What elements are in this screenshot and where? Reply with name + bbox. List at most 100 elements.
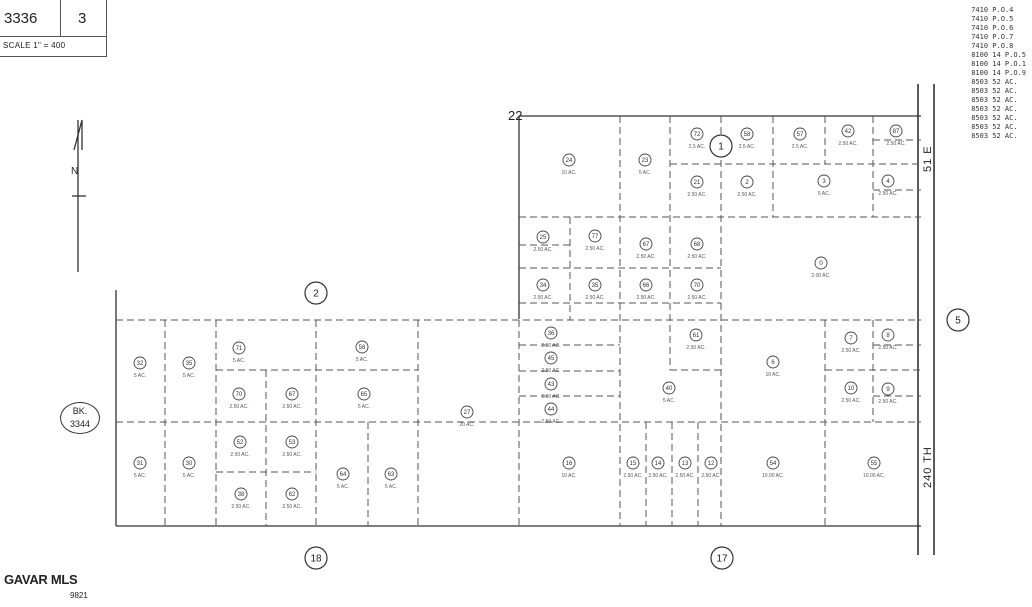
lot-area: 2.50 AC.: [541, 343, 560, 349]
lot-circle: [460, 405, 474, 419]
lot-number: 40: [666, 386, 673, 392]
lot-marker[interactable]: 382.50 AC.: [231, 487, 251, 510]
header-box: [0, 0, 107, 57]
lot-number: 54: [770, 461, 777, 467]
lot-marker[interactable]: 142.50 AC.: [648, 456, 668, 479]
lot-area: 2.50 AC.: [878, 191, 897, 197]
lot-marker[interactable]: 152.50 AC.: [623, 456, 643, 479]
lot-marker[interactable]: 22.50 AC.: [737, 175, 757, 198]
lot-marker[interactable]: 612.50 AC.: [686, 328, 706, 351]
lot-circle: [662, 381, 676, 395]
section-circle: [710, 546, 734, 570]
lot-marker[interactable]: 722.5 AC.: [689, 127, 705, 150]
annotation-note: 8503 52 AC.: [971, 123, 1018, 131]
lot-marker[interactable]: 102.50 AC.: [841, 381, 861, 404]
lot-marker[interactable]: 872.50 AC.: [886, 124, 906, 147]
lot-area: 2.50 AC.: [229, 404, 248, 410]
lot-marker[interactable]: 72.50 AC.: [841, 331, 861, 354]
lot-marker[interactable]: 422.50 AC.: [838, 124, 858, 147]
lot-marker[interactable]: 355 AC.: [182, 356, 196, 379]
lot-marker[interactable]: 82.50 AC.: [878, 328, 898, 351]
lot-marker[interactable]: 622.50 AC.: [282, 487, 302, 510]
lot-number: 8: [886, 333, 890, 339]
lot-number: 4: [886, 179, 890, 185]
lot-marker[interactable]: 645 AC.: [336, 467, 350, 490]
lot-marker[interactable]: 40 5 AC.: [662, 381, 676, 404]
lot-circle: [626, 456, 640, 470]
north-arrow-head: [73, 119, 83, 151]
header-divider-horizontal: [0, 36, 106, 37]
lot-area: 2.50 AC.: [585, 295, 604, 301]
lot-marker[interactable]: 452.50 AC.: [541, 351, 561, 374]
lot-marker[interactable]: 212.50 AC.: [687, 175, 707, 198]
lot-marker[interactable]: 315 AC.: [133, 456, 147, 479]
road-label-lower: 240 TH: [922, 446, 934, 488]
lot-area: 2.50 AC.: [282, 404, 301, 410]
lot-marker[interactable]: 702.50 AC.: [229, 387, 249, 410]
lot-marker[interactable]: 585 AC.: [355, 340, 369, 363]
lot-marker[interactable]: 24 10 AC.: [561, 153, 577, 176]
lot-marker[interactable]: 235 AC.: [638, 153, 652, 176]
section-marker[interactable]: 2: [304, 281, 328, 305]
section-circle: [946, 308, 970, 332]
lot-area: 20 AC.: [459, 422, 474, 428]
road-label-upper: 51 E: [922, 145, 934, 172]
section-circle: [709, 134, 733, 158]
lot-marker[interactable]: 772.50 AC.: [585, 229, 605, 252]
lot-marker[interactable]: 122.50 AC.: [701, 456, 721, 479]
section-marker[interactable]: 17: [710, 546, 734, 570]
lot-marker[interactable]: 432.50 AC.: [541, 377, 561, 400]
lot-marker[interactable]: 655 AC.: [357, 387, 371, 410]
book-reference-marker[interactable]: BK. 3344: [60, 402, 100, 434]
lot-area: 2.50 AC.: [686, 345, 705, 351]
annotation-note: 8100 14 P.O.1: [971, 60, 1026, 68]
lot-circle: [689, 328, 703, 342]
lot-circle: [814, 256, 828, 270]
lot-marker[interactable]: 305 AC.: [182, 456, 196, 479]
lot-marker[interactable]: 582.5 AC.: [739, 127, 755, 150]
book-reference-line2: 3344: [69, 419, 91, 429]
lot-marker[interactable]: 682.50 AC.: [687, 237, 707, 260]
section-marker[interactable]: 1: [709, 134, 733, 158]
lot-marker[interactable]: 635 AC.: [384, 467, 398, 490]
lot-marker[interactable]: 672.50 AC.: [282, 387, 302, 410]
lot-marker[interactable]: 715 AC.: [232, 341, 246, 364]
corner-mark: 22: [508, 108, 523, 123]
lot-marker[interactable]: 362.50 AC.: [541, 326, 561, 349]
lot-marker[interactable]: 352.50 AC.: [585, 278, 605, 301]
section-marker[interactable]: 5: [946, 308, 970, 332]
lot-marker[interactable]: 442.50 AC.: [541, 402, 561, 425]
lot-marker[interactable]: 132.50 AC.: [675, 456, 695, 479]
lot-area: 2.50 AC.: [687, 295, 706, 301]
lot-circle: [384, 467, 398, 481]
annotation-note: 7410 P.O.6: [971, 24, 1014, 32]
lot-area: 10 AC.: [561, 170, 576, 176]
lot-marker[interactable]: 35 AC.: [817, 174, 831, 197]
lot-number: 71: [236, 346, 243, 352]
section-marker[interactable]: 18: [304, 546, 328, 570]
lot-marker[interactable]: 702.50 AC.: [687, 278, 707, 301]
lot-area: 5 AC.: [663, 398, 675, 404]
lot-number: 24: [566, 158, 573, 164]
lot-marker[interactable]: 342.50 AC.: [533, 278, 553, 301]
lot-marker[interactable]: 252.50 AC.: [533, 230, 553, 253]
section-number: 1: [718, 142, 724, 153]
lot-circle: [232, 341, 246, 355]
lot-marker[interactable]: 532.50 AC.: [282, 435, 302, 458]
lot-marker[interactable]: 4 2.50 AC.: [878, 174, 898, 197]
lot-area: 5 AC.: [385, 484, 397, 490]
lot-marker[interactable]: 02.00 AC.: [811, 256, 831, 279]
lot-marker[interactable]: 92.50 AC.: [878, 382, 898, 405]
lot-marker[interactable]: 522.50 AC.: [230, 435, 250, 458]
lot-marker[interactable]: 672.50 AC.: [636, 237, 656, 260]
lot-number: 16: [566, 461, 573, 467]
lot-marker[interactable]: 572.5 AC.: [792, 127, 808, 150]
lot-circle: [690, 127, 704, 141]
lot-marker[interactable]: 662.50 AC.: [636, 278, 656, 301]
lot-marker[interactable]: 325 AC.: [133, 356, 147, 379]
lot-marker[interactable]: 610 AC.: [765, 355, 781, 378]
